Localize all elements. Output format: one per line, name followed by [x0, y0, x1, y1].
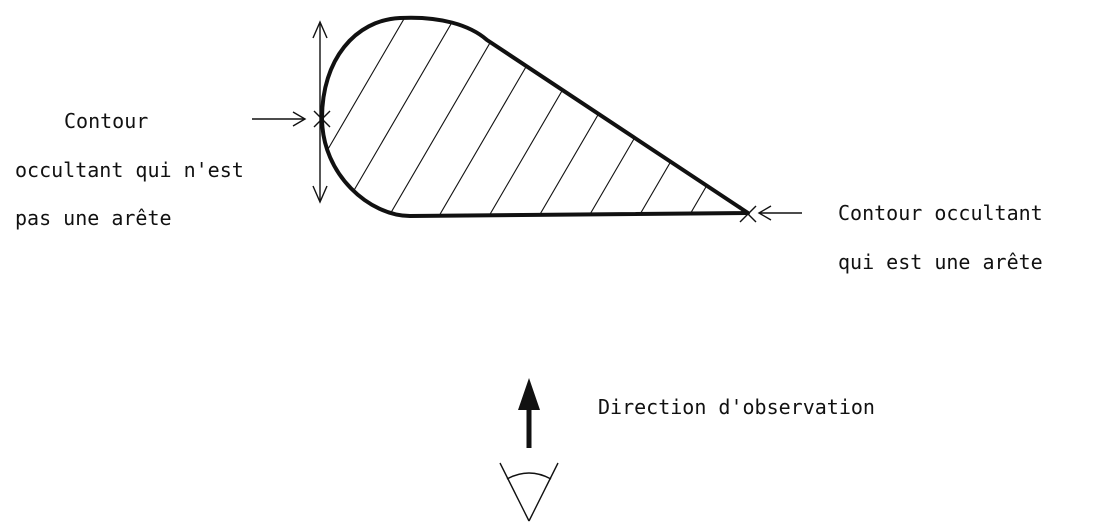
eye-icon	[499, 462, 559, 522]
right-edge-marker	[739, 205, 757, 223]
direction-arrow-icon	[518, 378, 540, 448]
right-label-line-1: Contour occultant	[838, 201, 1043, 225]
right-label-line-2: qui est une arête	[838, 250, 1043, 274]
object-outline	[320, 15, 750, 218]
right-pointer-arrow	[757, 205, 802, 221]
left-label-line-2: occultant qui n'est	[15, 158, 244, 182]
direction-label: Direction d'observation	[598, 395, 875, 419]
left-pointer-arrow	[252, 111, 307, 127]
left-label-line-1: Contour	[64, 109, 149, 133]
left-contour-marker	[313, 110, 331, 128]
left-label-line-3: pas une arête	[15, 206, 172, 230]
extent-double-arrow	[312, 20, 328, 204]
